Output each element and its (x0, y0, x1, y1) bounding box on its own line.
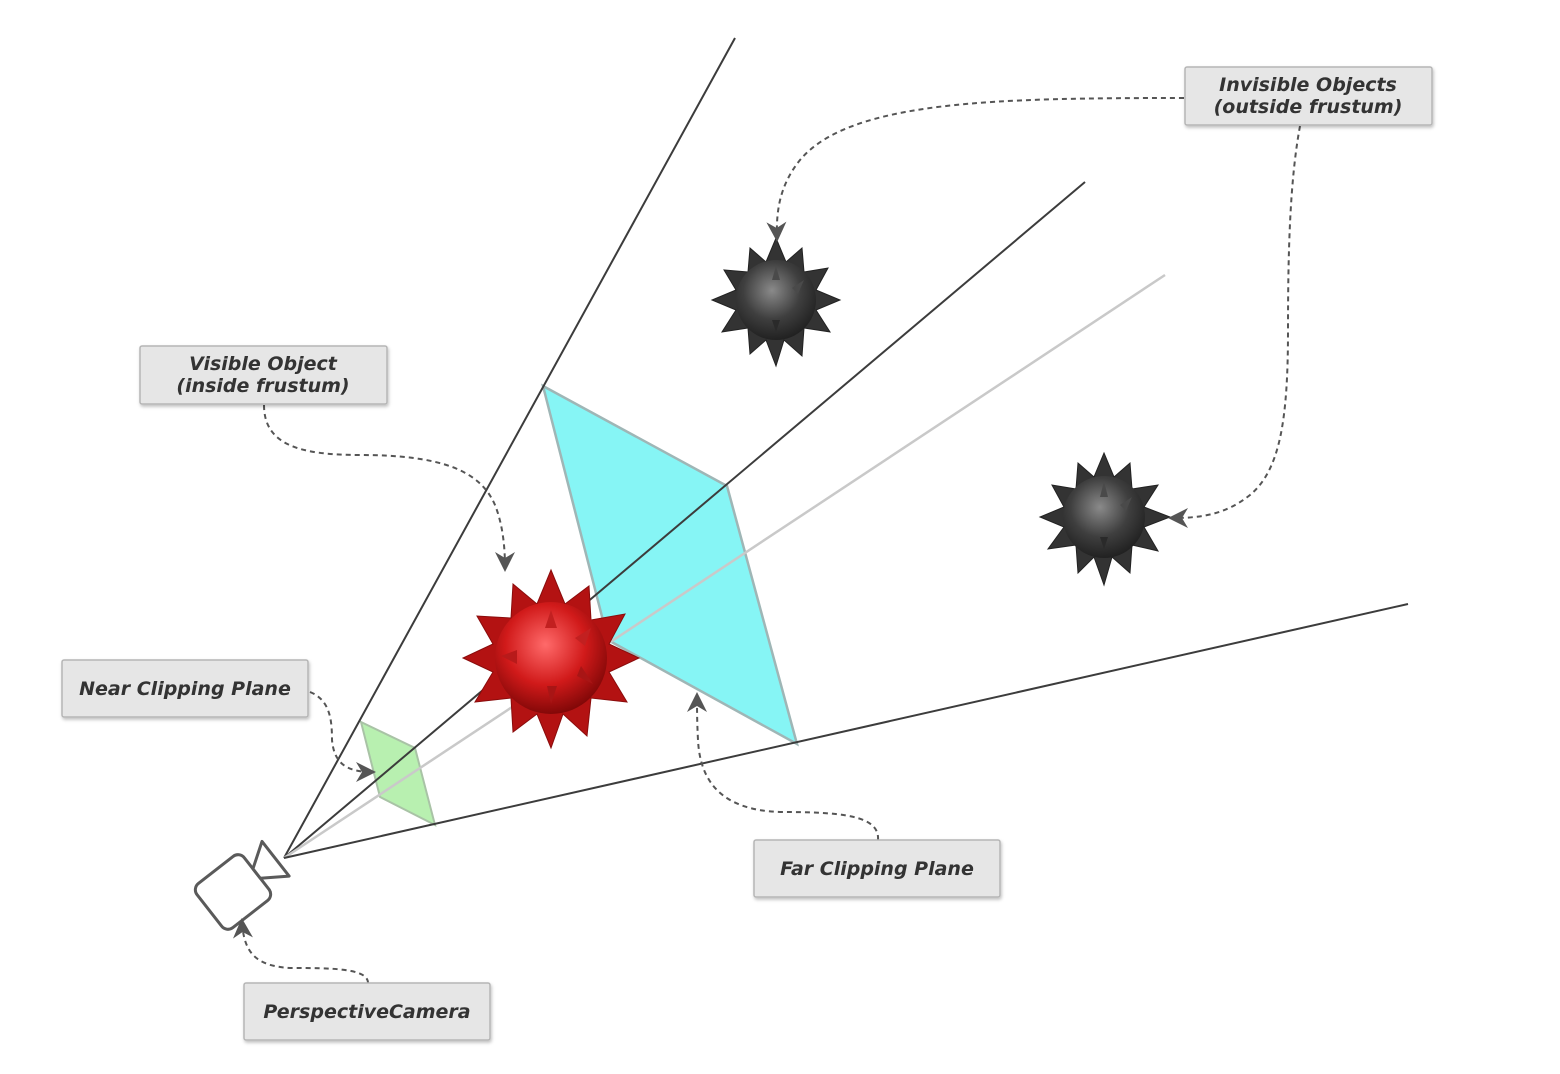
frustum-center-axis (283, 273, 1166, 860)
label-far-plane-text: Far Clipping Plane (780, 858, 974, 880)
visible-object (461, 568, 641, 750)
label-invisible-line2: (outside frustum) (1214, 96, 1403, 118)
callout-invisible-right (1168, 125, 1301, 528)
label-far-clipping-plane: Far Clipping Plane (753, 839, 1001, 898)
label-visible-line1: Visible Object (189, 353, 338, 375)
callout-visible-object (263, 404, 515, 572)
invisible-object-top (710, 236, 842, 368)
label-invisible-objects: Invisible Objects (outside frustum) (1184, 66, 1433, 126)
label-invisible-line1: Invisible Objects (1219, 74, 1397, 96)
frustum-edge-middle (283, 181, 1086, 859)
label-perspective-camera: PerspectiveCamera (243, 982, 491, 1041)
callout-near-plane (309, 691, 376, 782)
invisible-object-right (1038, 451, 1172, 587)
label-near-clipping-plane: Near Clipping Plane (61, 659, 309, 718)
far-clipping-plane (541, 383, 799, 747)
label-visible-line2: (inside frustum) (176, 375, 349, 397)
frustum-edge-top (283, 37, 736, 859)
callout-arrows (232, 97, 1301, 984)
camera-icon (193, 839, 291, 931)
near-clipping-plane (359, 720, 437, 827)
callout-invisible-top (766, 97, 1185, 242)
label-visible-object: Visible Object (inside frustum) (139, 345, 388, 405)
frustum-edge-bottom (283, 603, 1409, 859)
label-near-plane-text: Near Clipping Plane (79, 678, 291, 700)
callout-camera (232, 918, 369, 984)
label-camera-text: PerspectiveCamera (263, 1001, 470, 1023)
frustum-lines (283, 37, 1409, 860)
